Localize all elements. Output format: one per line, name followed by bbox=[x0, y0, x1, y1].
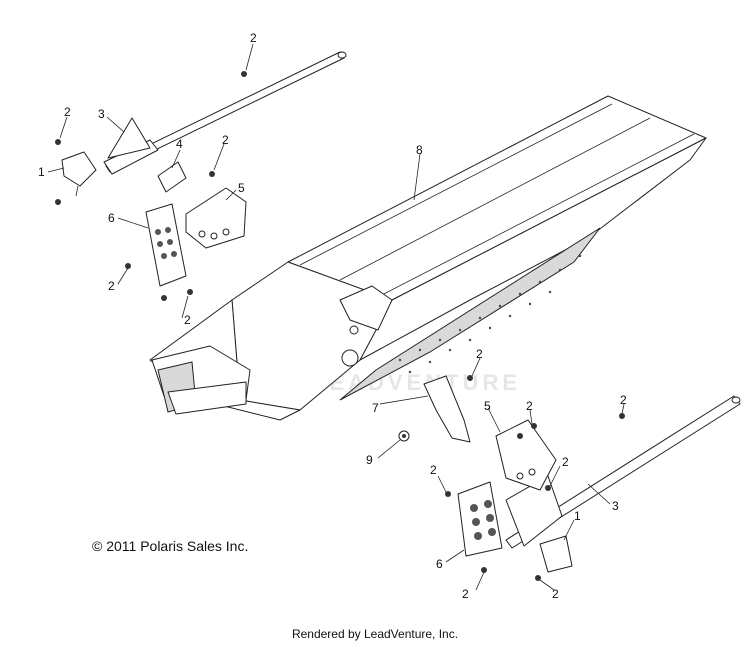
mount-bracket-left bbox=[55, 151, 97, 205]
watermark-text: LEADVENTURE bbox=[312, 370, 521, 395]
side-panel-7 bbox=[423, 375, 471, 443]
footrest-plate-upper bbox=[145, 203, 187, 287]
callout-2: 2 bbox=[562, 455, 569, 469]
leader-lines bbox=[47, 43, 625, 591]
callout-2: 2 bbox=[620, 393, 627, 407]
callout-3: 3 bbox=[98, 107, 105, 121]
callout-4: 4 bbox=[176, 137, 183, 151]
callout-2: 2 bbox=[64, 105, 71, 119]
callout-2: 2 bbox=[476, 347, 483, 361]
callout-9: 9 bbox=[366, 453, 373, 467]
callout-1: 1 bbox=[38, 165, 45, 179]
callout-3: 3 bbox=[612, 499, 619, 513]
rear-bumper-bar-left bbox=[103, 51, 347, 175]
callout-2: 2 bbox=[430, 463, 437, 477]
callout-2: 2 bbox=[222, 133, 229, 147]
callout-labels: 2 2 3 1 4 2 5 6 2 2 8 2 7 5 2 2 9 2 2 3 … bbox=[38, 31, 627, 601]
callout-5: 5 bbox=[484, 399, 491, 413]
callout-1: 1 bbox=[574, 509, 581, 523]
callout-2: 2 bbox=[250, 31, 257, 45]
copyright-text: © 2011 Polaris Sales Inc. bbox=[92, 538, 249, 554]
callout-6: 6 bbox=[108, 211, 115, 225]
callout-6: 6 bbox=[436, 557, 443, 571]
footrest-plate-lower bbox=[457, 481, 503, 557]
callout-2: 2 bbox=[552, 587, 559, 601]
callout-5: 5 bbox=[238, 181, 245, 195]
footrest-upper bbox=[185, 187, 247, 249]
callout-7: 7 bbox=[372, 401, 379, 415]
callout-2: 2 bbox=[462, 587, 469, 601]
callout-2: 2 bbox=[526, 399, 533, 413]
tunnel-assembly bbox=[149, 95, 707, 421]
rendered-by-text: Rendered by LeadVenture, Inc. bbox=[291, 627, 459, 641]
footrest-lower bbox=[495, 419, 557, 491]
callout-2: 2 bbox=[108, 279, 115, 293]
spacer-plate-4 bbox=[157, 161, 187, 193]
callout-2: 2 bbox=[184, 313, 191, 327]
fastener-markers bbox=[55, 71, 625, 573]
rear-bumper-bar-right bbox=[505, 395, 741, 549]
nut-9 bbox=[398, 430, 410, 442]
mount-bracket-right bbox=[535, 535, 573, 581]
callout-8: 8 bbox=[416, 143, 423, 157]
